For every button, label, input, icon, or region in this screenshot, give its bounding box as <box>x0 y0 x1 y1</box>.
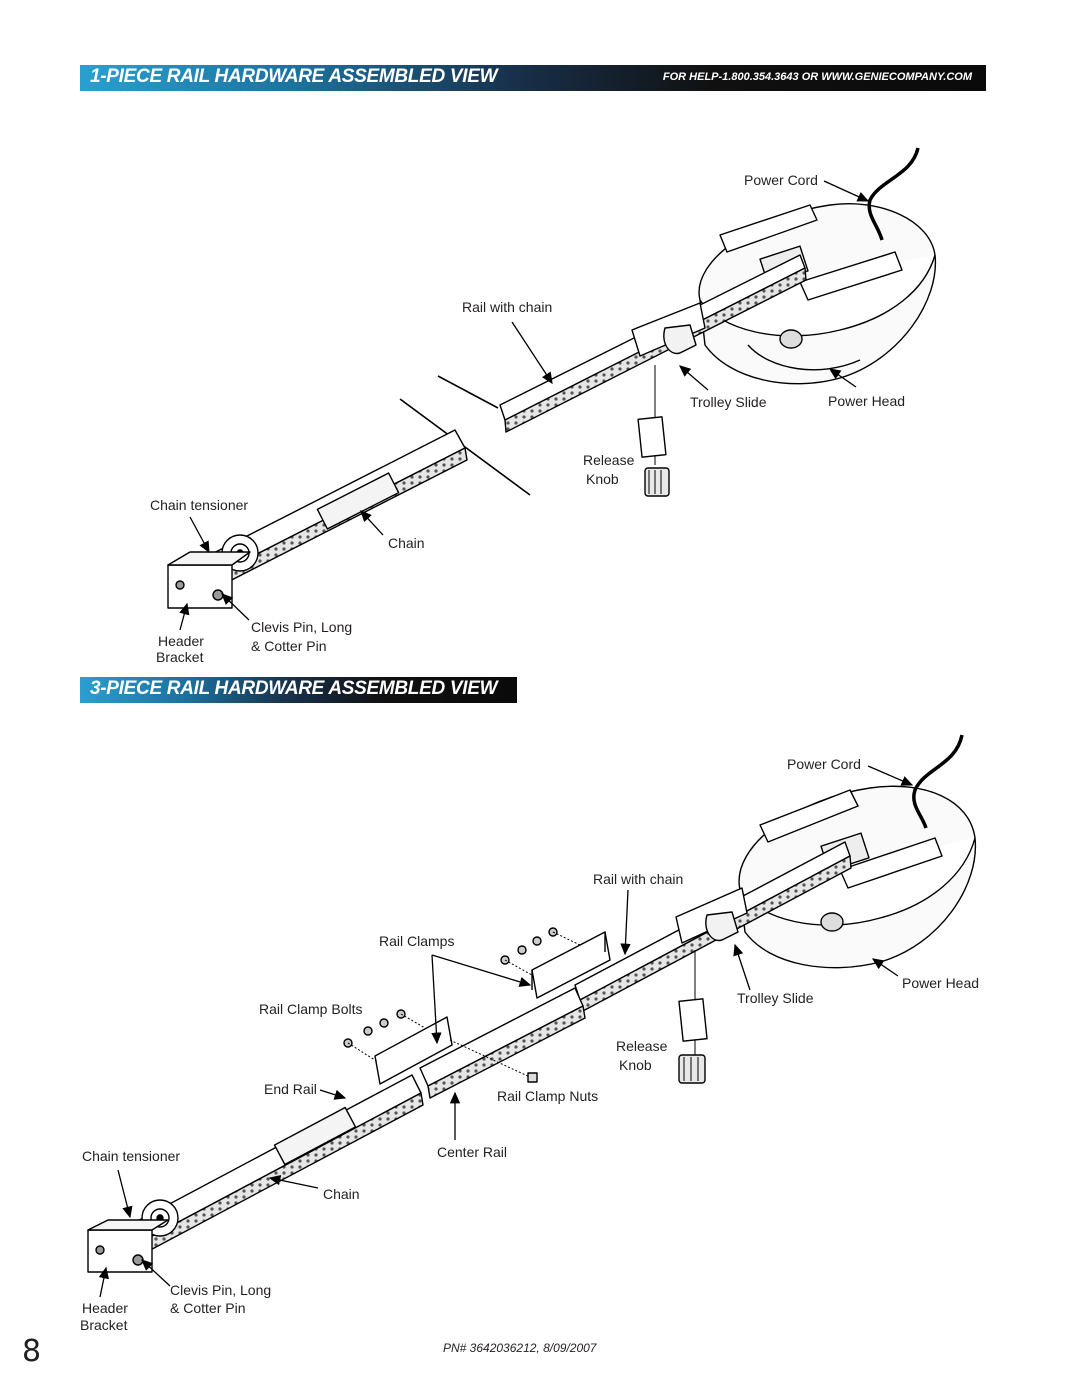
rail-clamp-bolts-top <box>500 927 558 965</box>
label-trolley-slide: Trolley Slide <box>690 394 767 410</box>
part-number: PN# 3642036212, 8/09/2007 <box>443 1341 597 1355</box>
diagram-1piece <box>167 147 937 609</box>
section-title-3piece: 3-PIECE RAIL HARDWARE ASSEMBLED VIEW <box>90 678 498 699</box>
rail-clamp-bolts-bottom <box>343 1009 406 1048</box>
section-banner-3piece: 3-PIECE RAIL HARDWARE ASSEMBLED VIEW <box>80 677 517 703</box>
label-rail-clamp-bolts: Rail Clamp Bolts <box>259 1001 363 1017</box>
label-clevis-pin-line1: Clevis Pin, Long <box>170 1282 272 1298</box>
label-clevis-pin-line2: & Cotter Pin <box>251 638 327 654</box>
label-rail-with-chain: Rail with chain <box>593 871 684 887</box>
label-end-rail: End Rail <box>264 1081 317 1097</box>
label-trolley-slide: Trolley Slide <box>737 990 814 1006</box>
diagram-3piece <box>87 734 977 1273</box>
label-power-cord: Power Cord <box>787 756 861 772</box>
diagram-3piece-arrows <box>98 765 914 1298</box>
label-chain-tensioner: Chain tensioner <box>150 497 249 513</box>
page-number: 8 <box>22 1334 42 1369</box>
label-rail-clamp-nuts: Rail Clamp Nuts <box>497 1088 599 1104</box>
label-rail-clamps: Rail Clamps <box>379 933 455 949</box>
label-clevis-pin-line2: & Cotter Pin <box>170 1300 246 1316</box>
help-contact: FOR HELP-1.800.354.3643 OR WWW.GENIECOMP… <box>662 71 972 83</box>
label-power-head: Power Head <box>902 975 980 991</box>
section-title-1piece: 1-PIECE RAIL HARDWARE ASSEMBLED VIEW <box>90 66 498 87</box>
label-release-knob-line2: Knob <box>586 471 619 487</box>
label-header-bracket-line2: Bracket <box>80 1317 128 1333</box>
label-rail-with-chain: Rail with chain <box>462 299 553 315</box>
label-header-bracket-line1: Header <box>82 1300 128 1316</box>
label-header-bracket-line1: Header <box>158 633 204 649</box>
diagram-1piece-arrows <box>179 180 870 631</box>
label-chain: Chain <box>388 535 425 551</box>
label-release-knob-line2: Knob <box>619 1057 652 1073</box>
label-center-rail: Center Rail <box>437 1144 508 1160</box>
label-chain: Chain <box>323 1186 360 1202</box>
label-clevis-pin-line1: Clevis Pin, Long <box>251 619 353 635</box>
label-chain-tensioner: Chain tensioner <box>82 1148 181 1164</box>
label-header-bracket-line2: Bracket <box>156 649 204 665</box>
label-power-head: Power Head <box>828 393 906 409</box>
label-power-cord: Power Cord <box>744 172 818 188</box>
label-release-knob-line1: Release <box>616 1038 668 1054</box>
power-head-3 <box>738 785 977 969</box>
label-release-knob-line1: Release <box>583 452 635 468</box>
section-banner-1piece: 1-PIECE RAIL HARDWARE ASSEMBLED VIEW FOR… <box>80 65 986 91</box>
